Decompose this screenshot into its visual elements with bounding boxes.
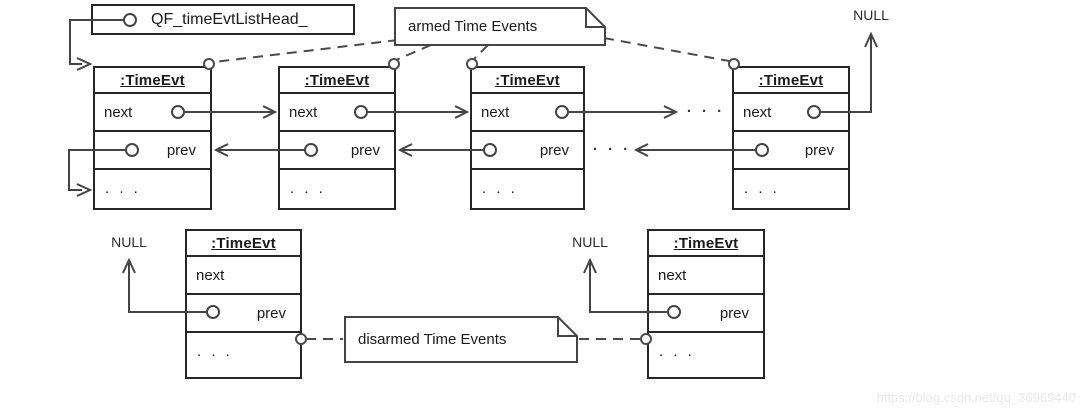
dots-field: . . . [95,168,210,206]
object-title: :TimeEvt [649,231,763,257]
dots-field: . . . [649,331,763,369]
head-pointer-label: QF_timeEvtListHead_ [151,10,308,28]
prev-field: prev [187,293,300,331]
next-field: next [104,103,133,121]
arrowhead-right-icon [663,105,679,119]
dots-field: . . . [187,331,300,369]
next-field: next [481,103,510,121]
prev-field: prev [649,293,763,331]
disarmed-note-fold-icon [557,317,577,337]
disarmed-timeevt-box-2: :TimeEvt next prev . . . [647,229,765,379]
next-chain-ellipsis: · · · [686,103,726,120]
next-field: next [743,103,772,121]
arrowhead-right-icon [262,105,278,119]
prev-field: prev [95,130,210,168]
dots-field: . . . [280,168,394,206]
arrowhead-up-icon [864,31,878,48]
next-field: next [658,266,687,284]
armed-note-link-3 [472,44,489,61]
object-title: :TimeEvt [734,68,848,94]
prev-chain-ellipsis: · · · [592,141,632,158]
arrowhead-right-icon [76,183,93,197]
prev-field: prev [734,130,848,168]
disarmed-note-label: disarmed Time Events [358,331,507,348]
arrowhead-right-icon [454,105,470,119]
armed-note-link-1 [213,39,399,63]
armed-note-link-4 [603,37,730,62]
arrowhead-left-icon [633,143,649,157]
object-title: :TimeEvt [472,68,583,94]
armed-timeevt-box-3: :TimeEvt next prev . . . [470,66,585,210]
armed-note-link-2 [395,44,432,61]
armed-timeevt-box-2: :TimeEvt next prev . . . [278,66,396,210]
null-label-bottom-left: NULL [111,234,147,250]
null-label-top-right: NULL [853,7,889,23]
arrowhead-left-icon [397,143,413,157]
arrowhead-up-icon [583,257,597,274]
arrowhead-right-icon [76,57,93,71]
armed-timeevt-box-1: :TimeEvt next prev . . . [93,66,212,210]
armed-note-label: armed Time Events [408,18,538,35]
null-label-bottom-right: NULL [572,234,608,250]
arrowhead-up-icon [122,257,136,274]
object-title: :TimeEvt [95,68,210,94]
prev-field: prev [280,130,394,168]
arrowhead-left-icon [213,143,229,157]
armed-timeevt-box-4: :TimeEvt next prev . . . [732,66,850,210]
watermark-text: https://blog.csdn.net/qq_36969440 [876,390,1077,405]
next-field: next [196,266,225,284]
next-field: next [289,103,318,121]
dots-field: . . . [472,168,583,206]
object-title: :TimeEvt [280,68,394,94]
prev-field: prev [472,130,583,168]
disarmed-timeevt-box-1: :TimeEvt next prev . . . [185,229,302,379]
dots-field: . . . [734,168,848,206]
head-pointer-box: QF_timeEvtListHead_ [91,4,355,35]
armed-note-fold-icon [585,8,605,28]
object-title: :TimeEvt [187,231,300,257]
